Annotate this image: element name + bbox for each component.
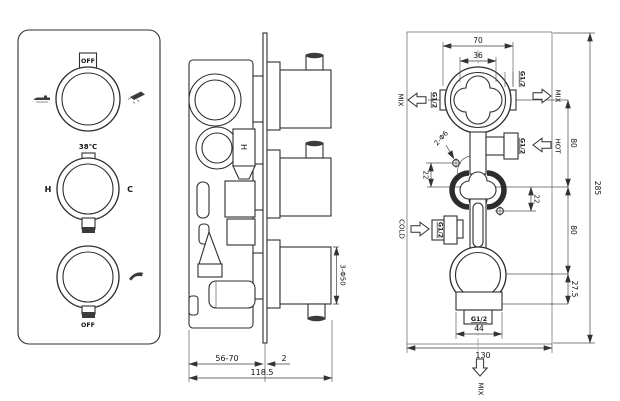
rear-dimensions: 70 36 80 80 27.5 285 2-Φ6 22 22 <box>406 32 602 360</box>
side-valve-body: H <box>188 59 264 329</box>
dim-width-inner: 36 <box>473 51 483 60</box>
diverter-knob: OFF <box>34 52 145 132</box>
dim-width-top: 70 <box>473 36 483 45</box>
middle-quatrefoil <box>459 171 497 209</box>
dim-screw-holes: 2-Φ6 <box>433 129 451 147</box>
g12-mix-right-label: G1/2 <box>519 71 526 87</box>
diverter-off-label: OFF <box>81 58 95 65</box>
side-port-circle-top <box>188 73 242 127</box>
temperature-knob: 38℃ H C <box>45 143 133 233</box>
front-view: OFF 38℃ H C OFF <box>17 29 161 345</box>
mix-left-label: MIX <box>397 94 405 107</box>
wall-plate-edge <box>262 32 268 344</box>
knob-diameter-dim: 3-Φ50 <box>333 246 347 305</box>
side-knobs <box>266 52 332 322</box>
dim-spacing-lower: 80 <box>569 225 578 235</box>
g12-hot-label: G1/2 <box>519 138 526 154</box>
dim-outlet-offset: 27.5 <box>570 281 579 298</box>
mix-right-flow-arrow-icon <box>532 88 552 104</box>
hot-label: HOT <box>554 138 562 154</box>
rear-view: MIX G1/2 G1/2 MIX HOT G1/2 COLD G1/2 G1/… <box>397 31 602 396</box>
g12-cold-label: G1/2 <box>437 222 444 238</box>
hot-port <box>503 132 519 160</box>
side-view: H 3-Φ50 56-70 <box>188 32 347 382</box>
dim-total-width: 130 <box>475 351 490 360</box>
cold-label: COLD <box>398 219 406 239</box>
top-quatrefoil <box>453 75 503 125</box>
outlet-flange <box>455 291 503 311</box>
cold-port <box>443 215 458 245</box>
side-knob-top <box>279 69 332 129</box>
side-dimensions: 56-70 2 118.5 <box>188 320 333 382</box>
shower-head-icon <box>127 91 145 104</box>
lever-icon <box>129 272 143 281</box>
mix-left-flow-arrow-icon <box>407 92 427 108</box>
dim-spacing-upper: 80 <box>569 138 578 148</box>
hot-side-label: H <box>45 185 52 194</box>
dim-hole-offset-lower: 22 <box>533 195 541 204</box>
hot-flow-arrow-icon <box>532 137 552 153</box>
mix-right-label: MIX <box>554 90 562 103</box>
cold-side-label: C <box>127 185 133 194</box>
rear-valve-body <box>431 66 519 325</box>
rear-outline-box <box>406 31 553 345</box>
mix-bottom-label: MIX <box>477 383 485 396</box>
dim-total-height: 285 <box>593 181 602 196</box>
dim-hole-offset-upper: 22 <box>422 171 430 180</box>
flow-off-label: OFF <box>81 322 95 329</box>
dim-total-depth: 118.5 <box>251 368 274 377</box>
mix-bottom-port <box>463 309 493 325</box>
side-knob-mid <box>279 157 332 217</box>
cartridge-h-marker: H <box>239 144 248 150</box>
flow-knob: OFF <box>56 245 143 329</box>
dim-mount-depth: 56-70 <box>215 354 238 363</box>
screw-hole <box>451 158 461 168</box>
dim-plate-thickness: 2 <box>281 354 286 363</box>
bath-spout-icon <box>34 95 50 103</box>
temp-setting-label: 38℃ <box>79 143 97 151</box>
svg-text:3-Φ50: 3-Φ50 <box>339 264 347 285</box>
mix-down-flow-arrow-icon <box>471 358 489 377</box>
cold-flow-arrow-icon <box>410 221 430 237</box>
side-knob-bottom <box>279 246 332 305</box>
g12-mix-left-label: G1/2 <box>431 92 438 108</box>
dim-outlet-width: 44 <box>474 324 484 333</box>
g12-bottom-label: G1/2 <box>471 316 487 323</box>
